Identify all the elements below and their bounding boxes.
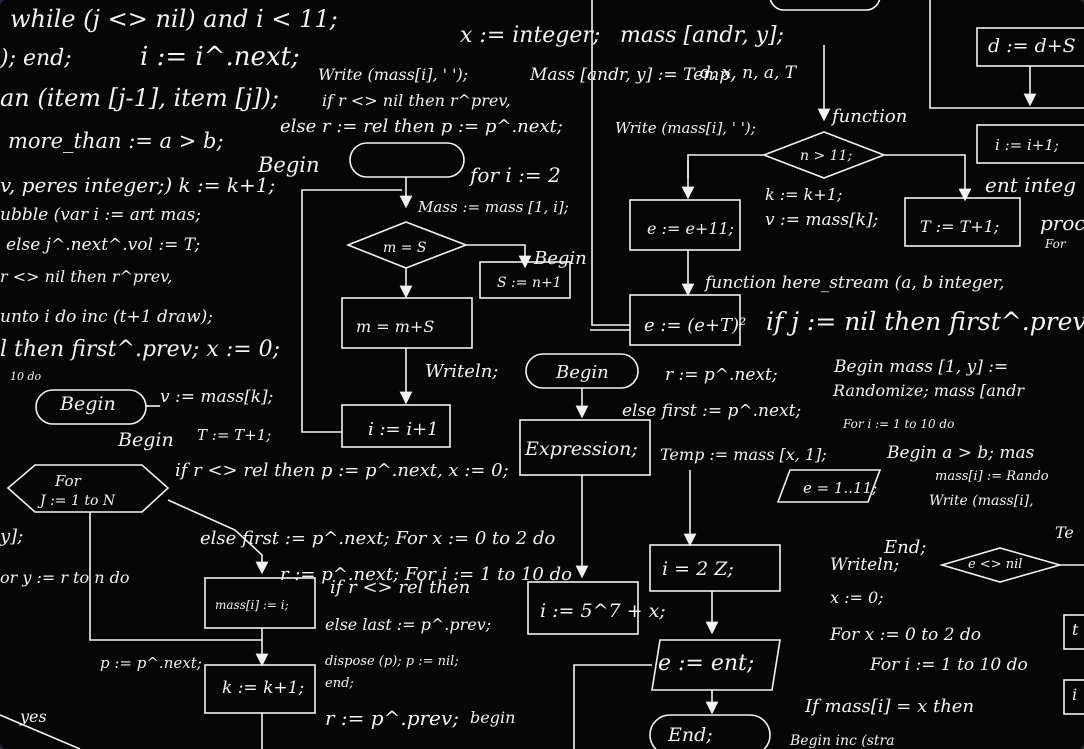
code-text-20: ent integ — [985, 173, 1076, 197]
code-text-4: ); end; — [0, 46, 72, 71]
code-text-62: y]; — [0, 526, 23, 547]
code-text-68: e <> nil — [968, 557, 1022, 572]
code-text-63: Write (mass[i], — [929, 493, 1034, 509]
code-text-6: Write (mass[i], ' '); — [318, 65, 468, 84]
code-text-80: e := ent; — [658, 651, 754, 676]
code-text-30: proc — [1040, 211, 1084, 235]
code-text-51: For i := 1 to 10 do — [842, 417, 954, 431]
code-text-58: J := 1 to N — [37, 493, 116, 509]
code-text-36: m = m+S — [356, 317, 434, 336]
code-text-74: else last := p^.prev; — [325, 615, 491, 634]
code-text-70: or y := r to n do — [0, 568, 130, 587]
code-text-3: d := d+S — [988, 35, 1076, 57]
code-text-19: n > 11; — [800, 148, 852, 164]
code-text-49: i := i+1 — [368, 419, 439, 440]
code-text-21: ubble (var i := art mas; — [0, 205, 201, 225]
code-text-29: e := e+11; — [647, 219, 734, 238]
code-text-66: End; — [883, 537, 926, 558]
code-text-35: unto i do inc (t+1 draw); — [0, 307, 213, 327]
code-text-42: r := p^.next; — [665, 365, 778, 385]
code-text-37: e := (e+T)² — [644, 315, 746, 336]
code-text-67: Writeln; — [830, 555, 899, 575]
code-text-50: else first := p^.next; — [622, 401, 801, 421]
code-text-18: for i := 2 — [468, 163, 561, 187]
code-text-43: Begin mass [1, y] := — [833, 357, 1008, 377]
code-text-47: Begin — [59, 393, 116, 415]
code-text-28: Begin — [533, 248, 587, 269]
code-text-44: 10 do — [10, 370, 42, 383]
code-text-65: i = 2 Z; — [662, 558, 734, 580]
code-text-54: Expression; — [524, 438, 638, 460]
code-text-52: Begin — [117, 429, 174, 451]
code-text-79: dispose (p); p := nil; — [325, 654, 459, 669]
code-text-23: k := k+1; — [765, 185, 842, 204]
code-text-2: mass [andr, y]; — [620, 23, 784, 48]
code-text-48: T := T+1; — [197, 426, 271, 444]
code-text-17: Begin — [257, 153, 320, 177]
code-text-72: x := 0; — [830, 588, 884, 607]
code-text-41: Begin — [555, 362, 609, 383]
code-text-40: Writeln; — [425, 361, 498, 382]
code-text-83: end; — [325, 676, 354, 691]
code-text-38: if j := nil then first^.prev, := — [766, 307, 1084, 336]
code-text-71: if r <> rel then — [330, 577, 470, 598]
code-text-13: else r := rel then p := p^.next; — [280, 116, 563, 137]
code-text-77: t — [1072, 620, 1079, 639]
code-text-12: more_than := a > b; — [8, 129, 224, 153]
code-text-53: if r <> rel then p := p^.next, x := 0; — [175, 460, 509, 481]
code-text-87: r := p^.prev; — [325, 706, 459, 730]
code-text-5: i := i^.next; — [140, 42, 300, 72]
code-text-81: For i := 1 to 10 do — [869, 655, 1028, 675]
code-text-27: m = S — [383, 240, 427, 256]
code-text-15: i := i+1; — [995, 136, 1059, 154]
code-text-11: function — [830, 106, 907, 127]
code-text-64: r := p^.next; For i := 1 to 10 do — [280, 564, 572, 585]
code-text-75: i := 5^7 + x; — [540, 600, 666, 622]
code-text-10: if r <> nil then r^prev, — [322, 91, 511, 110]
code-text-84: If mass[i] = x then — [804, 696, 974, 717]
code-text-16: v, peres integer;) k := k+1; — [0, 173, 275, 197]
code-text-57: For — [54, 472, 82, 490]
code-text-26: else j^.next^.vol := T; — [6, 235, 200, 255]
code-text-86: yes — [19, 707, 47, 726]
code-text-45: v := mass[k]; — [160, 387, 273, 407]
code-text-7: Mass [andr, y] := Temp, — [529, 65, 736, 85]
code-text-56: Begin a > b; mas — [886, 443, 1035, 463]
code-text-8: d, x, n, a, T — [700, 63, 798, 83]
code-text-89: End; — [667, 724, 713, 746]
code-text-69: Te — [1055, 523, 1074, 542]
code-text-88: begin — [470, 708, 515, 727]
code-text-31: For — [1044, 237, 1067, 251]
code-text-0: while (j <> nil) and i < 11; — [10, 5, 338, 33]
code-text-90: Begin inc (stra — [789, 733, 895, 749]
chalk-code-lines: while (j <> nil) and i < 11; x := integer… — [0, 5, 1084, 749]
code-text-24: v := mass[k]; — [765, 210, 878, 230]
code-text-32: r <> nil then r^prev, — [0, 267, 173, 286]
code-text-73: mass[i] := i; — [215, 598, 289, 612]
code-text-14: Write (mass[i], ' '); — [615, 119, 756, 137]
code-text-34: function here_stream (a, b integer, — [703, 273, 1004, 293]
code-text-33: S := n+1 — [497, 275, 562, 291]
code-text-25: T := T+1; — [920, 217, 999, 236]
code-text-60: e = 1..11; — [803, 479, 877, 497]
code-text-61: mass[i] := Rando — [935, 469, 1049, 484]
code-text-46: Randomize; mass [andr — [832, 381, 1025, 400]
code-text-76: For x := 0 to 2 do — [829, 625, 981, 645]
code-text-39: l then first^.prev; x := 0; — [0, 337, 280, 362]
code-text-55: Temp := mass [x, 1]; — [660, 445, 827, 464]
code-text-78: p := p^.next; — [100, 654, 202, 672]
code-text-82: k := k+1; — [222, 678, 304, 698]
code-text-9: an (item [j-1], item [j]); — [0, 84, 279, 112]
code-text-22: Mass := mass [1, i]; — [417, 198, 569, 216]
code-text-59: else first := p^.next; For x := 0 to 2 d… — [200, 528, 556, 549]
code-text-1: x := integer; — [460, 23, 600, 48]
code-text-85: i — [1072, 685, 1077, 704]
